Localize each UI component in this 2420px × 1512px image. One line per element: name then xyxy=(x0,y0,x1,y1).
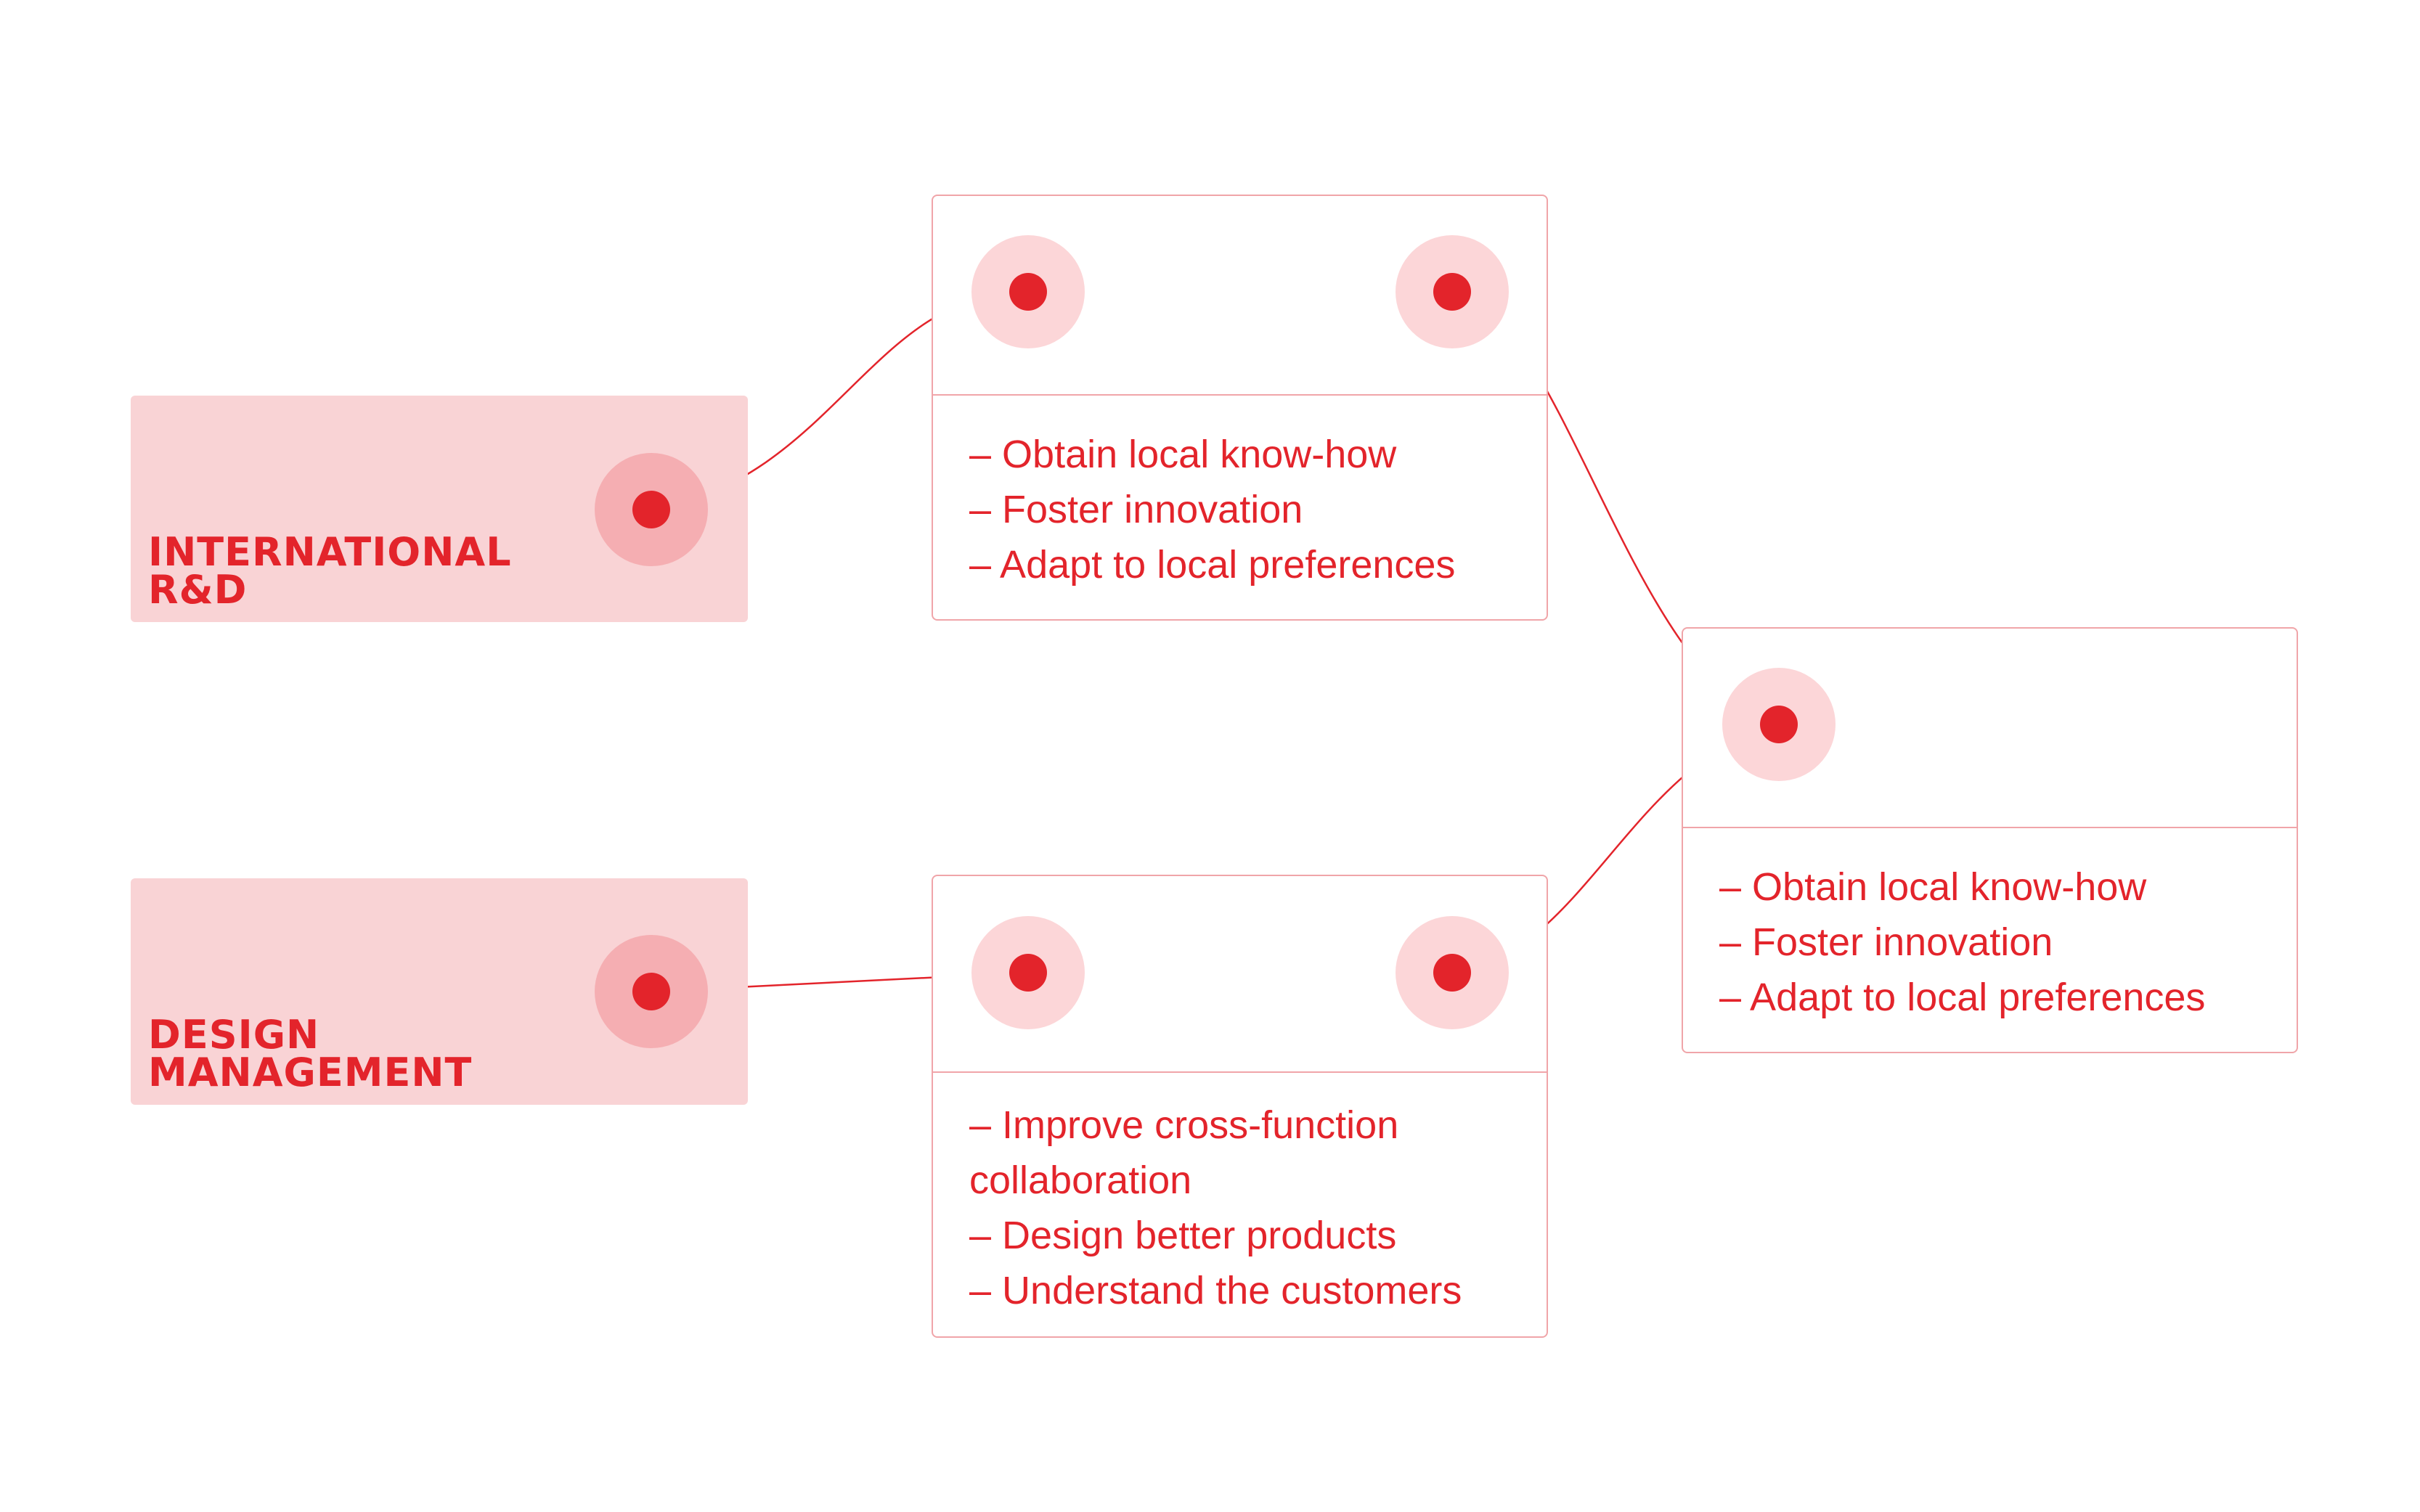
design-card-output-node xyxy=(1433,954,1471,992)
card-divider xyxy=(1683,827,2297,828)
international-card-output-node xyxy=(1433,273,1471,311)
design-management-label: DESIGN MANAGEMENT xyxy=(148,1016,472,1092)
design-management-block: DESIGN MANAGEMENT xyxy=(131,878,748,1105)
list-item: – Design better products xyxy=(969,1214,1397,1257)
international-rd-label: INTERNATIONAL R&D xyxy=(148,533,512,610)
design-card-input-node xyxy=(1009,954,1047,992)
international-rd-line-2: R&D xyxy=(148,567,248,613)
international-goals-list: – Obtain local know-how – Foster innovat… xyxy=(969,427,1521,592)
design-goals-list: – Improve cross-function collaboration –… xyxy=(969,1098,1478,1318)
list-item: – Adapt to local preferences xyxy=(969,543,1456,587)
design-management-line-1: DESIGN xyxy=(148,1012,320,1058)
list-item: – Foster innovation xyxy=(1719,920,2053,964)
design-management-node xyxy=(632,973,670,1010)
card-divider xyxy=(933,1071,1547,1073)
international-rd-node xyxy=(632,491,670,528)
international-card-input-node xyxy=(1009,273,1047,311)
list-item: – Foster innovation xyxy=(969,488,1303,531)
design-management-line-2: MANAGEMENT xyxy=(148,1050,473,1095)
international-rd-line-1: INTERNATIONAL xyxy=(148,529,512,575)
list-item: – Obtain local know-how xyxy=(1719,865,2147,909)
combined-card-input-node xyxy=(1760,706,1798,743)
list-item: – Improve cross-function collaboration xyxy=(969,1103,1399,1202)
list-item: – Understand the customers xyxy=(969,1269,1462,1312)
combined-goals-list: – Obtain local know-how – Foster innovat… xyxy=(1719,859,2271,1025)
list-item: – Obtain local know-how xyxy=(969,433,1397,476)
list-item: – Adapt to local preferences xyxy=(1719,976,2206,1019)
card-divider xyxy=(933,394,1547,396)
